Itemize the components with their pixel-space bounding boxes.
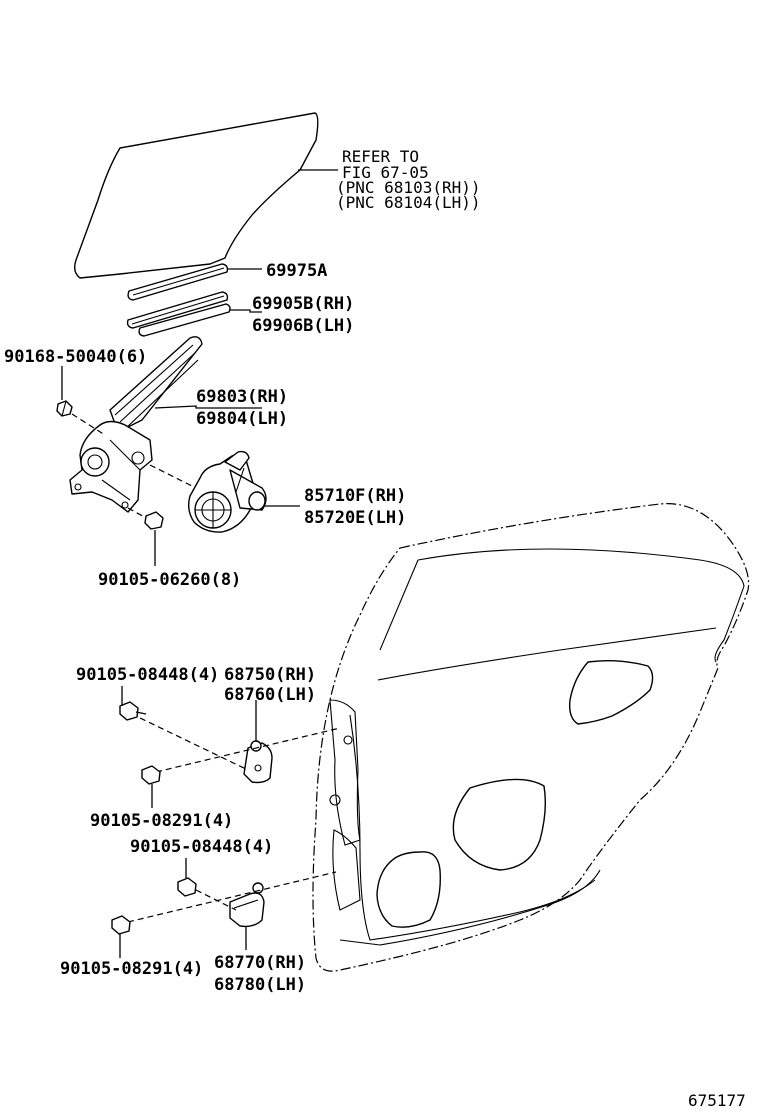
dash-motor [149,464,201,491]
bolt-lower-hinge-a [177,877,197,897]
door-glass [73,112,319,279]
bolt-90105-06260 [144,511,164,530]
lower-hinge [229,882,265,928]
glass-run-channel [127,263,229,301]
refer-line-1: REFER TO [342,147,419,166]
leader-69905b [229,309,262,313]
dash-lower-hinge-b [195,889,237,911]
window-regulator [69,336,203,513]
leader-69803 [154,405,262,409]
figure-number: 675177 [688,1091,746,1110]
label-68780: 68780(LH) [214,975,306,995]
label-90105-08291-a: 90105-08291(4) [90,811,233,831]
dash-bolt-top [71,413,106,436]
division-bar-seal [126,291,231,337]
label-69905b: 69905B(RH) [252,294,354,314]
dash-upper-hinge-a [155,727,341,773]
label-69975a: 69975A [266,261,327,281]
label-69906b: 69906B(LH) [252,316,354,336]
refer-line-4: (PNC 68104(LH)) [336,193,481,212]
label-90105-08291-b: 90105-08291(4) [60,959,203,979]
bolt-lower-hinge-b [111,915,131,935]
label-90105-08448-b: 90105-08448(4) [130,837,273,857]
rear-door-panel [312,503,750,972]
dash-lower-hinge-a [127,871,337,923]
refer-line-3: (PNC 68103(RH)) [336,178,481,197]
label-90105-06260: 90105-06260(8) [98,570,241,590]
bolt-90168 [56,400,73,417]
regulator-motor [187,450,267,533]
label-68760: 68760(LH) [224,685,316,705]
bolt-upper-hinge-a [119,701,147,721]
label-68750: 68750(RH) [224,665,316,685]
label-69803: 69803(RH) [196,387,288,407]
label-85720e: 85720E(LH) [304,508,406,528]
refer-line-2: FIG 67-05 [342,163,429,182]
label-69804: 69804(LH) [196,409,288,429]
bolt-upper-hinge-b [141,765,161,785]
dash-upper-hinge-b [139,717,249,771]
label-85710f: 85710F(RH) [304,486,406,506]
label-68770: 68770(RH) [214,953,306,973]
label-90105-08448-a: 90105-08448(4) [76,665,219,685]
label-90168-50040: 90168-50040(6) [4,347,147,367]
